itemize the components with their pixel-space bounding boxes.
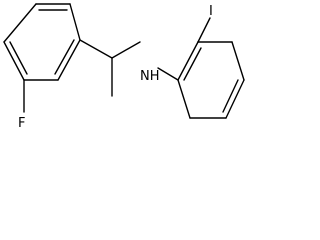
ring-bond [177, 41, 199, 81]
ring-bond [69, 3, 81, 41]
ring-bond [231, 41, 245, 81]
carbon-to-nitrogen-bond [111, 41, 141, 59]
fluorophenyl-ring [3, 3, 81, 81]
ring-bond [225, 79, 245, 119]
ring-double-bond [183, 47, 202, 81]
ring-bond [177, 79, 191, 119]
c-i-bond [197, 17, 211, 43]
ring-double-bond [9, 41, 28, 75]
ring-double-bond [222, 79, 239, 113]
amine-label: NH [140, 69, 160, 84]
ring-bond [57, 39, 81, 81]
ring-double-bond [54, 39, 75, 75]
iodophenyl-ring [177, 41, 245, 119]
ring-bond [3, 3, 37, 43]
ring-bond [3, 41, 25, 81]
ring-to-chiral-carbon-bond [79, 39, 113, 59]
fluorine-label: F [18, 116, 25, 131]
iodine-label: I [209, 4, 213, 19]
chemical-structure-diagram: F NH I [3, 3, 245, 131]
nitrogen-to-ring-bond [157, 67, 179, 81]
